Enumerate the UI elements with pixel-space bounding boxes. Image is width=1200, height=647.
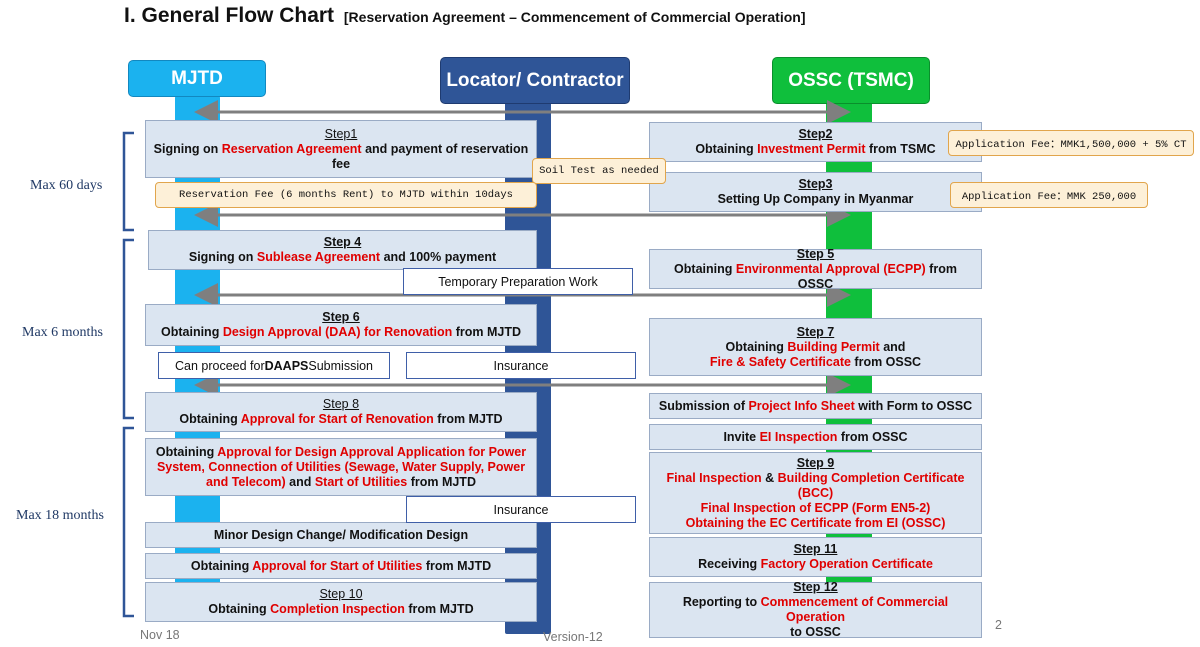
step-3-text: Setting Up Company in Myanmar <box>717 192 914 206</box>
title-text: I. General Flow Chart <box>124 4 335 27</box>
step-6-highlight: Design Approval (DAA) for Renovation <box>222 325 453 339</box>
step-9-highlight-1: Final Inspection <box>666 470 762 485</box>
ei-inspection-box: Invite EI Inspection from OSSC <box>649 424 982 450</box>
step-3-label: Step3 <box>798 177 833 191</box>
minor-design-change-text: Minor Design Change/ Modification Design <box>213 527 469 542</box>
utilities-start-highlight: Approval for Start of Utilities <box>252 558 423 573</box>
ossc-lane-label: OSSC (TSMC) <box>788 69 914 91</box>
temporary-preparation-label: Temporary Preparation Work <box>403 268 633 295</box>
step-8-box: Step 8 Obtaining Approval for Start of R… <box>145 392 537 432</box>
phase-label-18-months: Max 18 months <box>16 508 104 523</box>
ossc-lane-header: OSSC (TSMC) <box>772 57 930 104</box>
brace-6-months <box>122 238 134 420</box>
utilities-highlight-2: Start of Utilities <box>314 474 408 489</box>
brace-60-days <box>122 131 134 232</box>
step-5-box: Step 5 Obtaining Environmental Approval … <box>649 246 982 291</box>
step-3-box: Step3 Setting Up Company in Myanmar <box>649 172 982 212</box>
locator-lane-label: Locator/ Contractor <box>446 69 624 91</box>
step-10-label: Step 10 <box>319 587 363 601</box>
application-fee-note-1: Application Fee：MMK1,500,000 + 5% CT <box>948 130 1194 156</box>
page-title: I. General Flow Chart [Reservation Agree… <box>124 4 806 28</box>
utilities-start-box: Obtaining Approval for Start of Utilitie… <box>145 553 537 579</box>
step-8-highlight: Approval for Start of Renovation <box>240 412 434 426</box>
utilities-highlight: Approval for Design Approval Application… <box>156 444 527 489</box>
step-7-highlight-2: Fire & Safety Certificate <box>709 354 851 369</box>
insurance-label-2: Insurance <box>406 496 636 523</box>
subtitle-text: [Reservation Agreement – Commencement of… <box>343 9 806 25</box>
step-2-box: Step2 Obtaining Investment Permit from T… <box>649 122 982 162</box>
phase-label-60-days: Max 60 days <box>30 178 103 193</box>
step-11-box: Step 11 Receiving Factory Operation Cert… <box>649 537 982 577</box>
step-2-label: Step2 <box>798 127 833 141</box>
step-4-label: Step 4 <box>323 235 362 249</box>
step-6-box: Step 6 Obtaining Design Approval (DAA) f… <box>145 304 537 346</box>
brace-18-months <box>122 426 134 618</box>
step-8-label: Step 8 <box>322 397 360 411</box>
minor-design-change-box: Minor Design Change/ Modification Design <box>145 522 537 548</box>
step-9-highlight-2: Building Completion Certificate (BCC) <box>777 470 965 500</box>
application-fee-note-2: Application Fee：MMK 250,000 <box>950 182 1148 208</box>
step-4-box: Step 4 Signing on Sublease Agreement and… <box>148 230 537 270</box>
step-9-highlight-3: Final Inspection of ECPP (Form EN5-2) <box>700 500 931 515</box>
mjtd-lane-label: MJTD <box>171 67 223 89</box>
utilities-approval-box: Obtaining Approval for Design Approval A… <box>145 438 537 496</box>
step-7-box: Step 7 Obtaining Building Permit and Fir… <box>649 318 982 376</box>
phase-label-6-months: Max 6 months <box>22 325 103 340</box>
footer-page-number: 2 <box>995 618 1002 632</box>
step-5-highlight: Environmental Approval (ECPP) <box>735 261 926 276</box>
step-11-label: Step 11 <box>793 542 838 556</box>
phase-braces <box>122 131 134 618</box>
step-6-label: Step 6 <box>322 310 360 324</box>
step-1-highlight: Reservation Agreement <box>221 141 362 156</box>
footer-version: Version-12 <box>543 630 603 644</box>
project-info-box: Submission of Project Info Sheet with Fo… <box>649 393 982 419</box>
step-10-box: Step 10 Obtaining Completion Inspection … <box>145 582 537 622</box>
step-12-highlight: Commencement of Commercial Operation <box>760 595 949 624</box>
insurance-label-1: Insurance <box>406 352 636 379</box>
step-5-label: Step 5 <box>796 246 835 261</box>
mjtd-lane-header: MJTD <box>128 60 266 97</box>
step-2-highlight: Investment Permit <box>757 142 866 156</box>
reservation-fee-note: Reservation Fee (6 months Rent) to MJTD … <box>155 182 537 208</box>
step-7-highlight: Building Permit <box>787 339 880 354</box>
step-9-box: Step 9 Final Inspection & Building Compl… <box>649 452 982 534</box>
step-9-highlight-4: Obtaining the EC Certificate from EI (OS… <box>685 515 946 530</box>
project-info-highlight: Project Info Sheet <box>748 398 855 413</box>
daaps-bold: DAAPS <box>264 358 309 373</box>
step-10-highlight: Completion Inspection <box>270 602 405 616</box>
step-1-box: Step1 Signing on Reservation Agreement a… <box>145 120 537 178</box>
soil-test-note: Soil Test as needed <box>532 158 666 184</box>
ei-inspection-highlight: EI Inspection <box>759 429 838 444</box>
footer-date: Nov 18 <box>140 628 180 642</box>
daaps-label: Can proceed for DAAPS Submission <box>158 352 390 379</box>
step-7-label: Step 7 <box>796 324 835 339</box>
step-4-highlight: Sublease Agreement <box>256 250 381 264</box>
step-12-box: Step 12 Reporting to Commencement of Com… <box>649 580 982 639</box>
step-9-label: Step 9 <box>796 455 835 470</box>
step-12-label: Step 12 <box>793 580 838 594</box>
step-1-label: Step1 <box>324 126 358 141</box>
locator-lane-header: Locator/ Contractor <box>440 57 630 104</box>
step-11-highlight: Factory Operation Certificate <box>760 557 933 571</box>
